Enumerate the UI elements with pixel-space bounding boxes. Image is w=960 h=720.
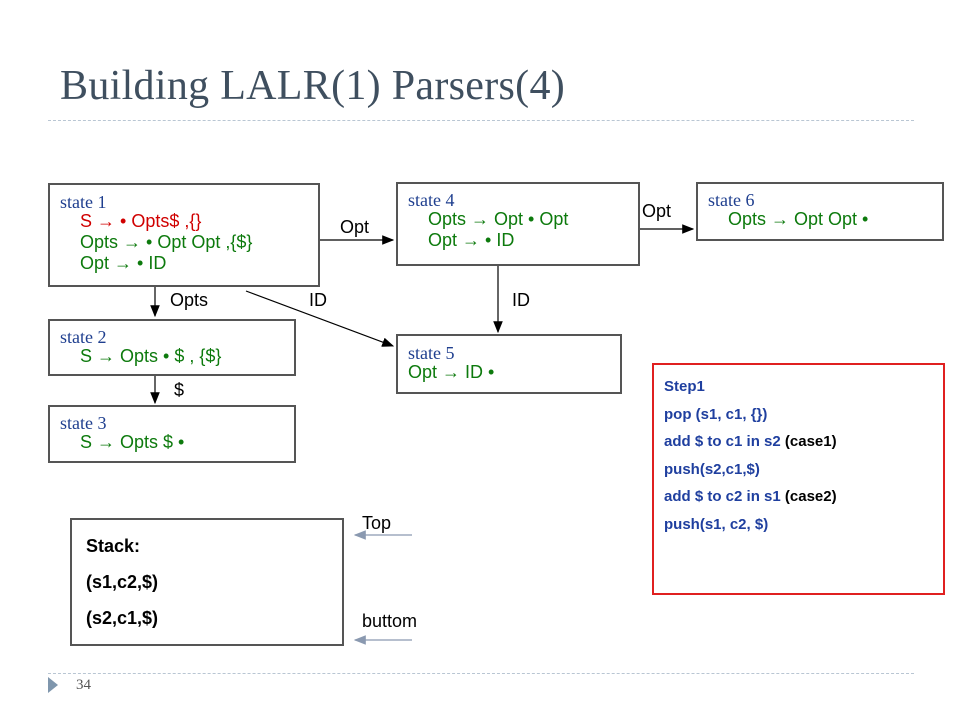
slide-title: Building LALR(1) Parsers(4) <box>60 63 566 109</box>
edge-label-s1-s4: Opt <box>340 217 370 237</box>
state-4-item-1: Opts → Opt • Opt <box>428 209 569 229</box>
edge-label-s1-s2: Opts <box>170 290 209 310</box>
state-2-box: state 2 S → Opts • $ , {$} <box>48 319 296 376</box>
edge-label-s4-s5: ID <box>512 290 530 310</box>
stack-title: Stack: <box>86 536 141 556</box>
footer-divider <box>48 673 914 674</box>
state-4-box: state 4 Opts → Opt • Opt Opt → • ID <box>396 182 640 266</box>
step-line-1: pop (s1, c1, {}) <box>664 405 768 423</box>
state-2-item: S → Opts • $ , {$} <box>80 346 222 366</box>
state-6-item: Opts → Opt Opt • <box>728 209 869 229</box>
state-1-item-1: S → • Opts$ ,{} <box>80 211 202 231</box>
step-title: Step1 <box>664 378 705 395</box>
state-6-name: state 6 <box>708 190 755 210</box>
step-line-4: add $ to c2 in s1 (case2) <box>664 488 837 505</box>
state-1-item-3: Opt → • ID <box>80 253 167 273</box>
step-line-5: push(s1, c2, $) <box>664 515 769 533</box>
edge-label-s2-s3: $ <box>174 380 185 400</box>
step-panel: Step1 pop (s1, c1, {}) add $ to c1 in s2… <box>652 363 945 595</box>
stack-bottom-label: buttom <box>362 611 418 631</box>
slide-marker-icon <box>48 677 58 693</box>
arrow-s1-to-s5 <box>245 290 395 347</box>
edge-label-s4-s6: Opt <box>642 201 672 221</box>
state-3-name: state 3 <box>60 413 107 433</box>
state-2-name: state 2 <box>60 327 107 347</box>
stack-entry-2: (s2,c1,$) <box>86 608 159 628</box>
stack-entry-1: (s1,c2,$) <box>86 572 159 592</box>
stack-top-label: Top <box>362 513 392 533</box>
step-line-3: push(s2,c1,$) <box>664 460 760 478</box>
title-divider <box>48 120 914 121</box>
state-1-name: state 1 <box>60 192 107 212</box>
state-5-item: Opt → ID • <box>408 362 495 382</box>
edge-label-s1-s5: ID <box>309 290 327 310</box>
state-5-box: state 5 Opt → ID • <box>396 334 622 394</box>
state-4-name: state 4 <box>408 190 455 210</box>
stack-panel: Stack: (s1,c2,$) (s2,c1,$) <box>70 518 344 646</box>
state-4-item-2: Opt → • ID <box>428 230 515 250</box>
state-3-box: state 3 S → Opts $ • <box>48 405 296 463</box>
state-1-item-2: Opts → • Opt Opt ,{$} <box>80 232 253 252</box>
step-line-2: add $ to c1 in s2 (case1) <box>664 433 837 450</box>
state-1-box: state 1 S → • Opts$ ,{} Opts → • Opt Opt… <box>48 183 320 287</box>
slide-number: 34 <box>76 677 91 693</box>
state-5-name: state 5 <box>408 343 455 363</box>
state-6-box: state 6 Opts → Opt Opt • <box>696 182 944 241</box>
state-3-item: S → Opts $ • <box>80 432 185 452</box>
